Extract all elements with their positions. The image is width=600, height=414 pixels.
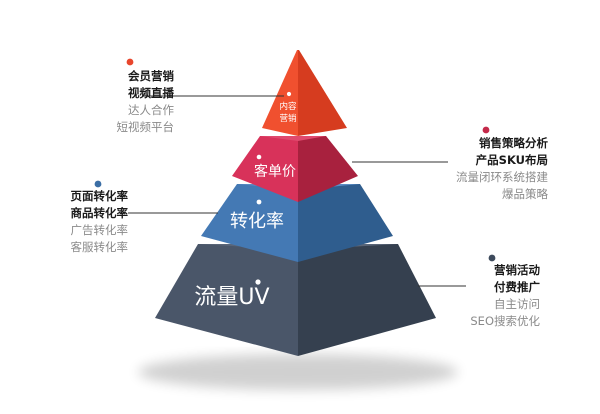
annotation-traffic-bold-2: 付费推广 xyxy=(494,280,540,294)
annotation-content-light-2: 短视频平台 xyxy=(116,120,175,134)
annotation-content-bold-2: 视频直播 xyxy=(128,86,174,100)
annotation-traffic: 营销活动 付费推广 自主访问 SEO搜索优化 xyxy=(444,262,540,330)
annotation-conversion-light-2: 客服转化率 xyxy=(70,240,129,254)
tier-traffic-dot xyxy=(255,279,261,285)
annotation-aov-light-1: 流量闭环系统搭建 xyxy=(456,170,548,184)
tier-aov: 客单价 xyxy=(232,136,358,202)
annotation-traffic-light-2: SEO搜索优化 xyxy=(470,314,540,328)
tier-conversion-dot xyxy=(256,199,262,205)
annotation-aov: 销售策略分析 产品SKU布局 流量闭环系统搭建 爆品策略 xyxy=(424,135,548,203)
pyramid-shadow xyxy=(138,354,458,390)
annotation-content-light-1: 达人合作 xyxy=(128,103,174,117)
annotation-content: 会员营销 视频直播 达人合作 短视频平台 xyxy=(84,68,175,136)
annotation-dot-content xyxy=(126,58,134,66)
annotation-dot-traffic xyxy=(488,254,496,262)
annotation-dot-aov xyxy=(482,126,490,134)
annotation-aov-bold-1: 销售策略分析 xyxy=(479,136,548,150)
annotation-conversion: 页面转化率 商品转化率 广告转化率 客服转化率 xyxy=(44,188,129,256)
annotation-conversion-light-1: 广告转化率 xyxy=(70,223,129,237)
tier-traffic-label: 流量UV xyxy=(194,285,269,310)
annotation-content-bold-1: 会员营销 xyxy=(128,69,174,83)
tier-content: 内容 营销 xyxy=(262,50,347,136)
annotation-aov-light-2: 爆品策略 xyxy=(502,187,548,201)
tier-content-dot xyxy=(286,91,292,97)
annotation-traffic-light-1: 自主访问 xyxy=(494,297,540,311)
tier-content-label-1: 内容 xyxy=(279,101,297,112)
annotation-conversion-bold-1: 页面转化率 xyxy=(70,189,129,203)
tier-conversion-label: 转化率 xyxy=(230,211,284,232)
tier-aov-dot xyxy=(256,154,262,160)
annotation-conversion-bold-2: 商品转化率 xyxy=(70,206,129,220)
annotation-traffic-bold-1: 营销活动 xyxy=(494,263,540,277)
annotation-dot-conversion xyxy=(94,180,102,188)
tier-aov-label: 客单价 xyxy=(254,163,296,180)
tier-content-label-2: 营销 xyxy=(279,113,297,124)
annotation-aov-bold-2: 产品SKU布局 xyxy=(475,153,548,167)
